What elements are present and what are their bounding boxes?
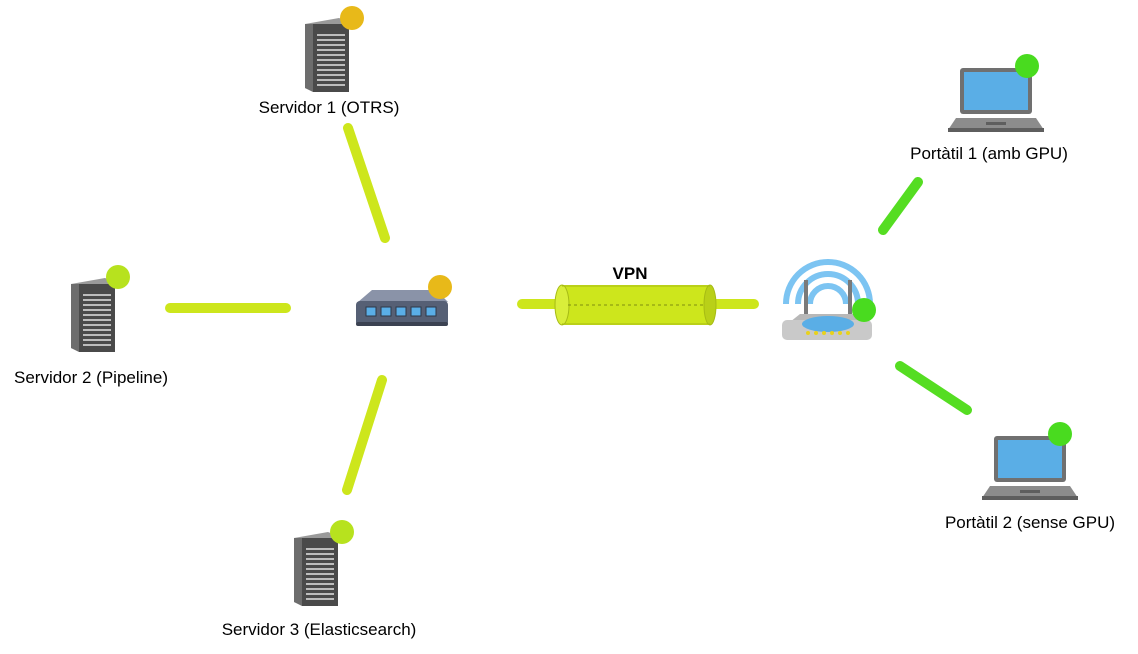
router-node[interactable] — [782, 259, 876, 340]
server-3-label: Servidor 3 (Elasticsearch) — [222, 620, 417, 639]
server-2-label: Servidor 2 (Pipeline) — [14, 368, 168, 387]
status-indicator — [106, 265, 130, 289]
laptop-icon — [948, 68, 1044, 132]
link-server3-switch — [342, 375, 387, 495]
laptop-2-label: Portàtil 2 (sense GPU) — [945, 513, 1115, 532]
server-icon — [305, 18, 349, 92]
vpn-tunnel[interactable]: VPN — [554, 264, 717, 326]
status-indicator — [1015, 54, 1039, 78]
server-1-node[interactable]: Servidor 1 (OTRS) — [259, 6, 400, 117]
link-router-laptop2 — [895, 361, 972, 415]
laptop-icon — [982, 436, 1078, 500]
server-2-node[interactable]: Servidor 2 (Pipeline) — [14, 265, 168, 387]
vpn-label: VPN — [613, 264, 648, 283]
server-icon — [294, 532, 338, 606]
status-indicator — [428, 275, 452, 299]
status-indicator — [340, 6, 364, 30]
server-1-label: Servidor 1 (OTRS) — [259, 98, 400, 117]
laptop-1-node[interactable]: Portàtil 1 (amb GPU) — [910, 54, 1068, 163]
vpn-tunnel-icon — [554, 284, 717, 326]
status-indicator — [1048, 422, 1072, 446]
network-switch-icon — [356, 290, 448, 326]
status-indicator — [330, 520, 354, 544]
wifi-router-icon — [782, 259, 873, 340]
server-3-node[interactable]: Servidor 3 (Elasticsearch) — [222, 520, 417, 639]
links — [165, 123, 972, 495]
laptop-1-label: Portàtil 1 (amb GPU) — [910, 144, 1068, 163]
laptop-2-node[interactable]: Portàtil 2 (sense GPU) — [945, 422, 1115, 532]
switch-node[interactable] — [356, 275, 452, 326]
link-router-laptop1 — [878, 177, 923, 235]
link-server1-switch — [343, 123, 390, 243]
server-icon — [71, 278, 115, 352]
status-indicator — [852, 298, 876, 322]
